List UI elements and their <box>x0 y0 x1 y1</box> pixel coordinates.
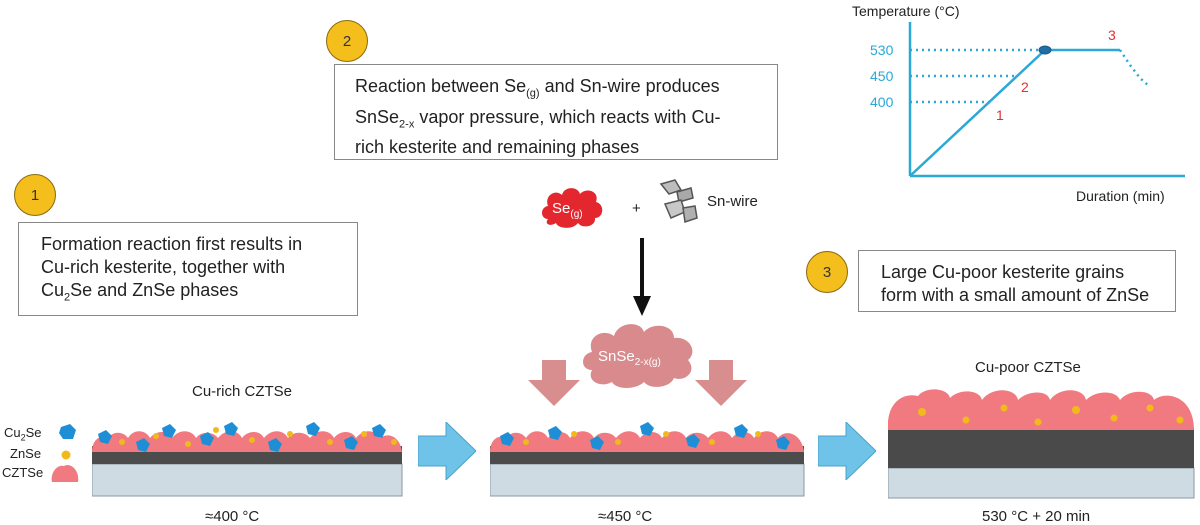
stage-3-film <box>888 389 1195 499</box>
legend-znse-icon <box>61 450 71 460</box>
legend-czts-icon <box>51 464 79 482</box>
step-3-badge: 3 <box>806 251 848 293</box>
vapor-arrow-left-icon <box>528 360 580 406</box>
step-2-badge: 2 <box>326 20 368 62</box>
chart-point-label-1: 1 <box>996 107 1004 123</box>
stage-3-temperature: 530 °C + 20 min <box>982 508 1091 525</box>
stage-3-title: Cu-poor CZTSe <box>975 359 1081 376</box>
step-3-line-1: Large Cu-poor kesterite grains <box>881 262 1125 282</box>
step-2-snse: SnSe <box>355 106 400 127</box>
step-1-line-2: Cu-rich kesterite, together with <box>41 257 286 277</box>
stage-2-film <box>490 422 805 497</box>
step-2-snse-sub: 2-x <box>399 118 415 131</box>
legend-cu2se-icon <box>59 424 76 439</box>
step-2-number: 2 <box>342 32 352 50</box>
stage-1-temperature: ≈400 °C <box>205 508 260 525</box>
vapor-arrow-right-icon <box>695 360 747 406</box>
reaction-arrow-icon <box>633 238 651 316</box>
stage-1-title: Cu-rich CZTSe <box>192 383 293 400</box>
chart-ytick-450: 450 <box>870 68 894 84</box>
step-2-line-1: and Sn-wire produces <box>539 76 720 96</box>
step-2-se-sub: (g) <box>526 87 540 100</box>
step-2-line-3: rich kesterite and remaining phases <box>355 137 640 158</box>
chart-ylabel: Temperature (°C) <box>852 3 960 19</box>
step-1-description: Formation reaction first results in Cu-r… <box>18 222 358 316</box>
snse-label-sub: 2-x(g) <box>635 357 661 368</box>
temperature-profile-chart: Temperature (°C) Duration (min) 530 450 … <box>852 3 1185 204</box>
step-1-cu-sub: 2 <box>64 291 71 304</box>
step-1-cu: Cu <box>41 280 65 300</box>
chart-plateau-marker <box>1038 45 1052 55</box>
plus-sign: + <box>632 200 641 217</box>
legend-czts-label: CZTSe <box>2 465 44 480</box>
chart-ytick-400: 400 <box>870 94 894 110</box>
step-1-line-1: Formation reaction first results in <box>41 234 303 254</box>
legend-cu2se-label: Cu2Se <box>4 425 42 443</box>
step-1-line-3: Se and ZnSe phases <box>70 280 239 300</box>
step-2-description: Reaction between Se(g) and Sn-wire produ… <box>334 64 778 160</box>
snse-label: SnSe <box>598 348 635 365</box>
stage-1-film <box>92 422 403 497</box>
se-label: Se <box>552 200 570 217</box>
process-arrow-1-icon <box>418 422 476 480</box>
se-label-sub: (g) <box>570 209 582 220</box>
svg-text:SnSe2-x(g): SnSe2-x(g) <box>598 348 661 368</box>
chart-ytick-530: 530 <box>870 42 894 58</box>
process-arrow-2-icon <box>818 422 876 480</box>
sn-wire-label: Sn-wire <box>707 193 758 210</box>
step-3-line-2: form with a small amount of ZnSe <box>881 285 1150 305</box>
stage-2-temperature: ≈450 °C <box>598 508 653 525</box>
step-1-number: 1 <box>30 186 40 204</box>
step-2-line-2: vapor pressure, which reacts with Cu- <box>414 106 721 127</box>
chart-xlabel: Duration (min) <box>1076 188 1165 204</box>
step-1-badge: 1 <box>14 174 56 216</box>
legend-znse-label: ZnSe <box>10 446 42 461</box>
step-2-se: Reaction between Se <box>355 76 527 96</box>
step-3-number: 3 <box>822 263 832 281</box>
se-gas-cloud: Se(g) <box>542 188 603 228</box>
chart-point-label-3: 3 <box>1108 27 1116 43</box>
sn-wire-icon <box>659 179 698 223</box>
chart-cooldown <box>1118 49 1151 88</box>
step-3-description: Large Cu-poor kesterite grains form with… <box>858 250 1176 312</box>
chart-point-label-2: 2 <box>1021 79 1029 95</box>
snse-vapor-cloud: SnSe2-x(g) <box>583 324 693 388</box>
svg-text:Se(g): Se(g) <box>552 200 583 220</box>
chart-temperature-ramp <box>909 48 1120 177</box>
